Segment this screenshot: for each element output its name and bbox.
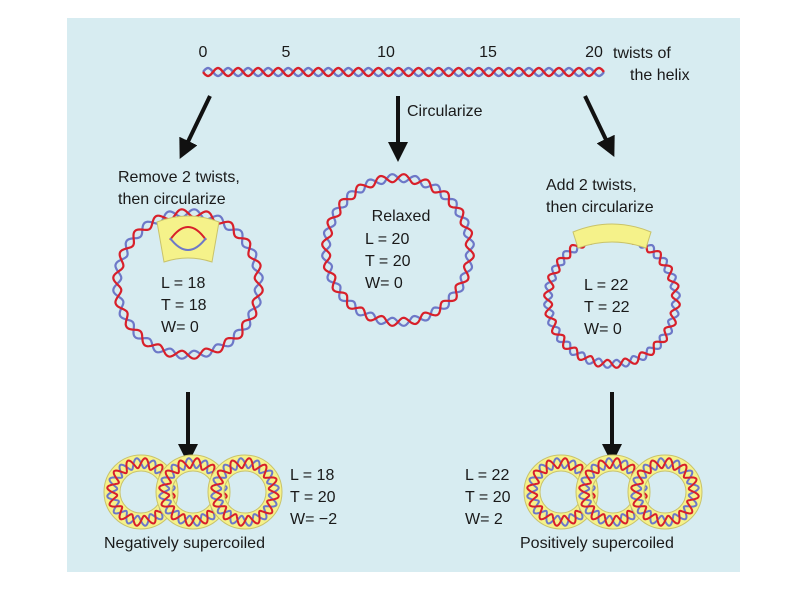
positive-supercoil-ring-3-outer-edge [627,454,703,530]
relaxed-circle-strand-b [321,173,475,327]
linear-dna-helix [202,66,605,78]
right-twist: T = 22 [584,299,630,316]
scale-tick-20: 20 [585,44,603,61]
scale-label-line2: the helix [630,67,690,84]
positive-supercoil-ring-1-strand-a [526,457,596,527]
positive-supercoil-ring-2-outer-edge [575,454,651,530]
relaxed-label: Relaxed [371,208,431,225]
neg-super-writhe: W= −2 [290,511,338,528]
pos-super-linking-number: L = 22 [465,467,510,484]
positive-supercoil-ring-3-inner-edge [643,470,687,514]
scale-tick-15: 15 [479,44,497,61]
right-highlight [572,223,652,249]
positive-supercoil-ring-3-strand-a [630,457,700,527]
pos-super-twist: T = 20 [465,489,511,506]
pos-super-writhe: W= 2 [465,511,503,528]
left-twist: T = 18 [161,297,207,314]
left-linking-number: L = 18 [161,275,206,292]
positive-supercoil-ring-3 [627,454,703,530]
scale-tick-5: 5 [281,44,291,61]
diagram-background [67,18,740,572]
arrow-remove-twists [179,95,212,160]
add-twists-line2: then circularize [546,199,654,216]
relaxed-linking-number: L = 20 [365,231,410,248]
scale-tick-0: 0 [198,44,208,61]
circular-dna [112,173,681,369]
arrow-add-twists [583,95,615,158]
left-circle [112,208,264,360]
negative-supercoil-ring-3-outer-edge [207,454,283,530]
negative-supercoil-ring-1-strand-a [106,457,176,527]
helix-strand-a [202,66,605,78]
positive-supercoil-ring-1-outer-edge [523,454,599,530]
positive-supercoil-ring-2-strand-a [578,457,648,527]
left-writhe: W= 0 [161,319,199,336]
arrows [178,95,622,464]
remove-twists-line1: Remove 2 twists, [118,169,240,186]
negative-supercoil-ring-2-outer-edge [155,454,231,530]
remove-twists-line2: then circularize [118,191,226,208]
right-linking-number: L = 22 [584,277,629,294]
right-writhe: W= 0 [584,321,622,338]
circularize-label: Circularize [407,103,483,120]
positively-supercoiled-label: Positively supercoiled [520,535,674,552]
relaxed-twist: T = 20 [365,253,411,270]
relaxed-circle-strand-a [321,173,475,327]
relaxed-writhe: W= 0 [365,275,403,292]
negative-supercoil-ring-3 [207,454,283,530]
left-highlight-strand-a [169,226,207,241]
scale-tick-10: 10 [377,44,395,61]
left-highlight [156,215,220,263]
negative-supercoil-ring-1-outer-edge [103,454,179,530]
neg-super-twist: T = 20 [290,489,336,506]
negative-supercoil-ring-3-strand-a [210,457,280,527]
add-twists-line1: Add 2 twists, [546,177,637,194]
left-highlight-strand-b [169,237,207,251]
negative-supercoil-ring-2-strand-a [158,457,228,527]
neg-super-linking-number: L = 18 [290,467,335,484]
negative-supercoil-ring-3-inner-edge [223,470,267,514]
negatively-supercoiled-label: Negatively supercoiled [104,535,265,552]
relaxed-circle [321,173,475,327]
scale-label-line1: twists of [613,45,671,62]
left-circle-strand-a [112,208,264,360]
supercoiled-dna [103,454,703,530]
